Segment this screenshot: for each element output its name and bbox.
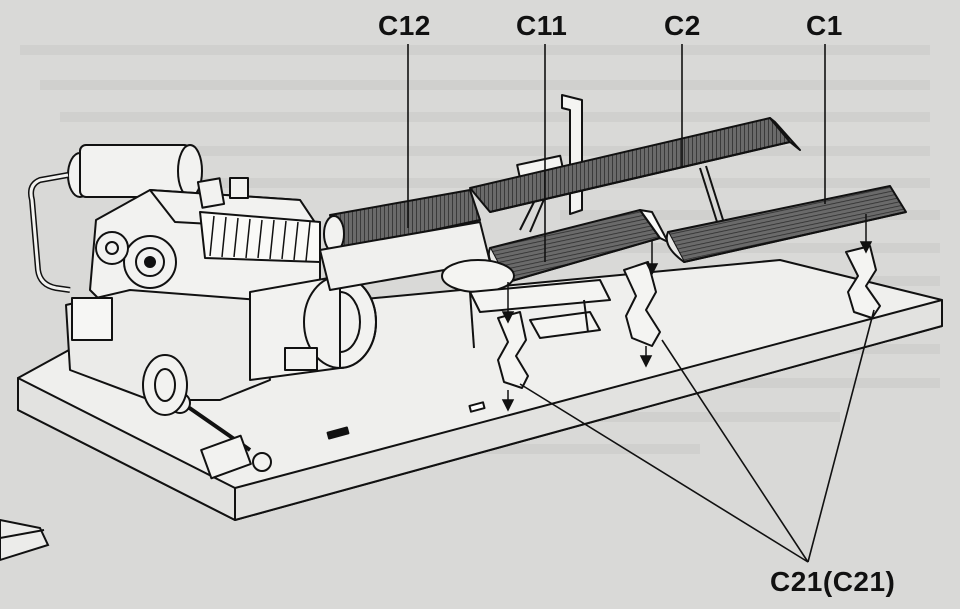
placement-arrows	[501, 214, 873, 412]
adjacent-part-fragment	[0, 518, 50, 562]
leader-lines	[407, 44, 875, 563]
tray-c1	[665, 185, 907, 263]
tray-c12	[319, 189, 491, 291]
callout-c1: C1	[806, 10, 843, 41]
clamps-c21	[497, 245, 881, 389]
support-tables	[441, 259, 611, 349]
callout-c12: C12	[378, 10, 431, 41]
callout-c2: C2	[664, 10, 701, 41]
callout-c11: C11	[516, 10, 568, 41]
tray-c2	[469, 117, 801, 226]
engine-assembly	[28, 144, 377, 480]
callout-c21: C21(C21)	[770, 566, 896, 597]
